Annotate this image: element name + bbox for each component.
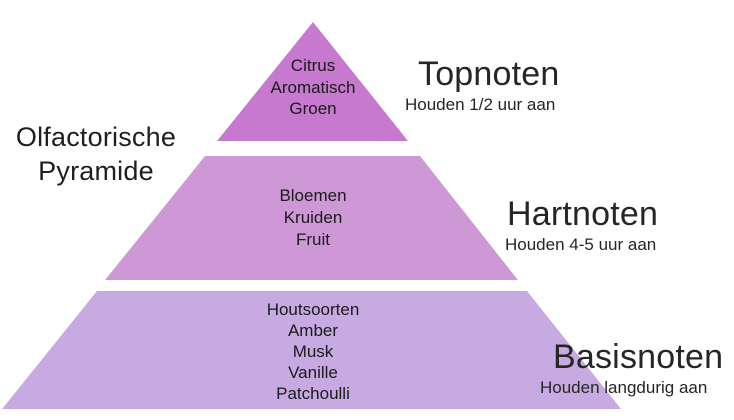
note-item: Bloemen [279, 186, 347, 205]
bottom-tier-shape [2, 291, 621, 409]
bottom-tier-duration: Houden langdurig aan [540, 378, 708, 397]
note-item: Groen [289, 99, 337, 118]
diagram-title-line1: Olfactorische [15, 122, 177, 152]
middle-tier-heading: Hartnoten [507, 195, 659, 233]
diagram-title: Olfactorische Pyramide [0, 120, 192, 188]
note-item: Amber [287, 321, 339, 340]
note-item: Aromatisch [270, 77, 356, 97]
top-tier-heading: Topnoten [418, 55, 560, 93]
diagram-title-line2: Pyramide [38, 156, 154, 186]
note-item: Kruiden [283, 208, 343, 227]
note-item: Musk [292, 342, 334, 361]
bottom-tier-label: Basisnoten Houden langdurig aan [540, 338, 723, 398]
middle-tier-shape [105, 156, 518, 280]
bottom-tier-notes: Houtsoorten Amber Musk Vanille Patchoull… [267, 299, 360, 404]
top-tier-duration: Houden 1/2 uur aan [405, 95, 556, 114]
middle-tier-notes: Bloemen Kruiden Fruit [279, 185, 346, 251]
bottom-tier-heading: Basisnoten [553, 338, 724, 376]
note-item: Patchoulli [276, 384, 350, 403]
note-item: Fruit [295, 230, 330, 249]
top-tier-label: Topnoten Houden 1/2 uur aan [405, 55, 560, 115]
note-item: Citrus [290, 56, 336, 75]
note-item: Houtsoorten [266, 300, 360, 319]
middle-tier-duration: Houden 4-5 uur aan [505, 235, 657, 254]
top-tier-notes: Citrus Aromatisch Groen [270, 55, 355, 120]
top-tier-shape [217, 22, 408, 141]
middle-tier-label: Hartnoten Houden 4-5 uur aan [505, 195, 658, 255]
note-item: Vanille [288, 363, 338, 382]
